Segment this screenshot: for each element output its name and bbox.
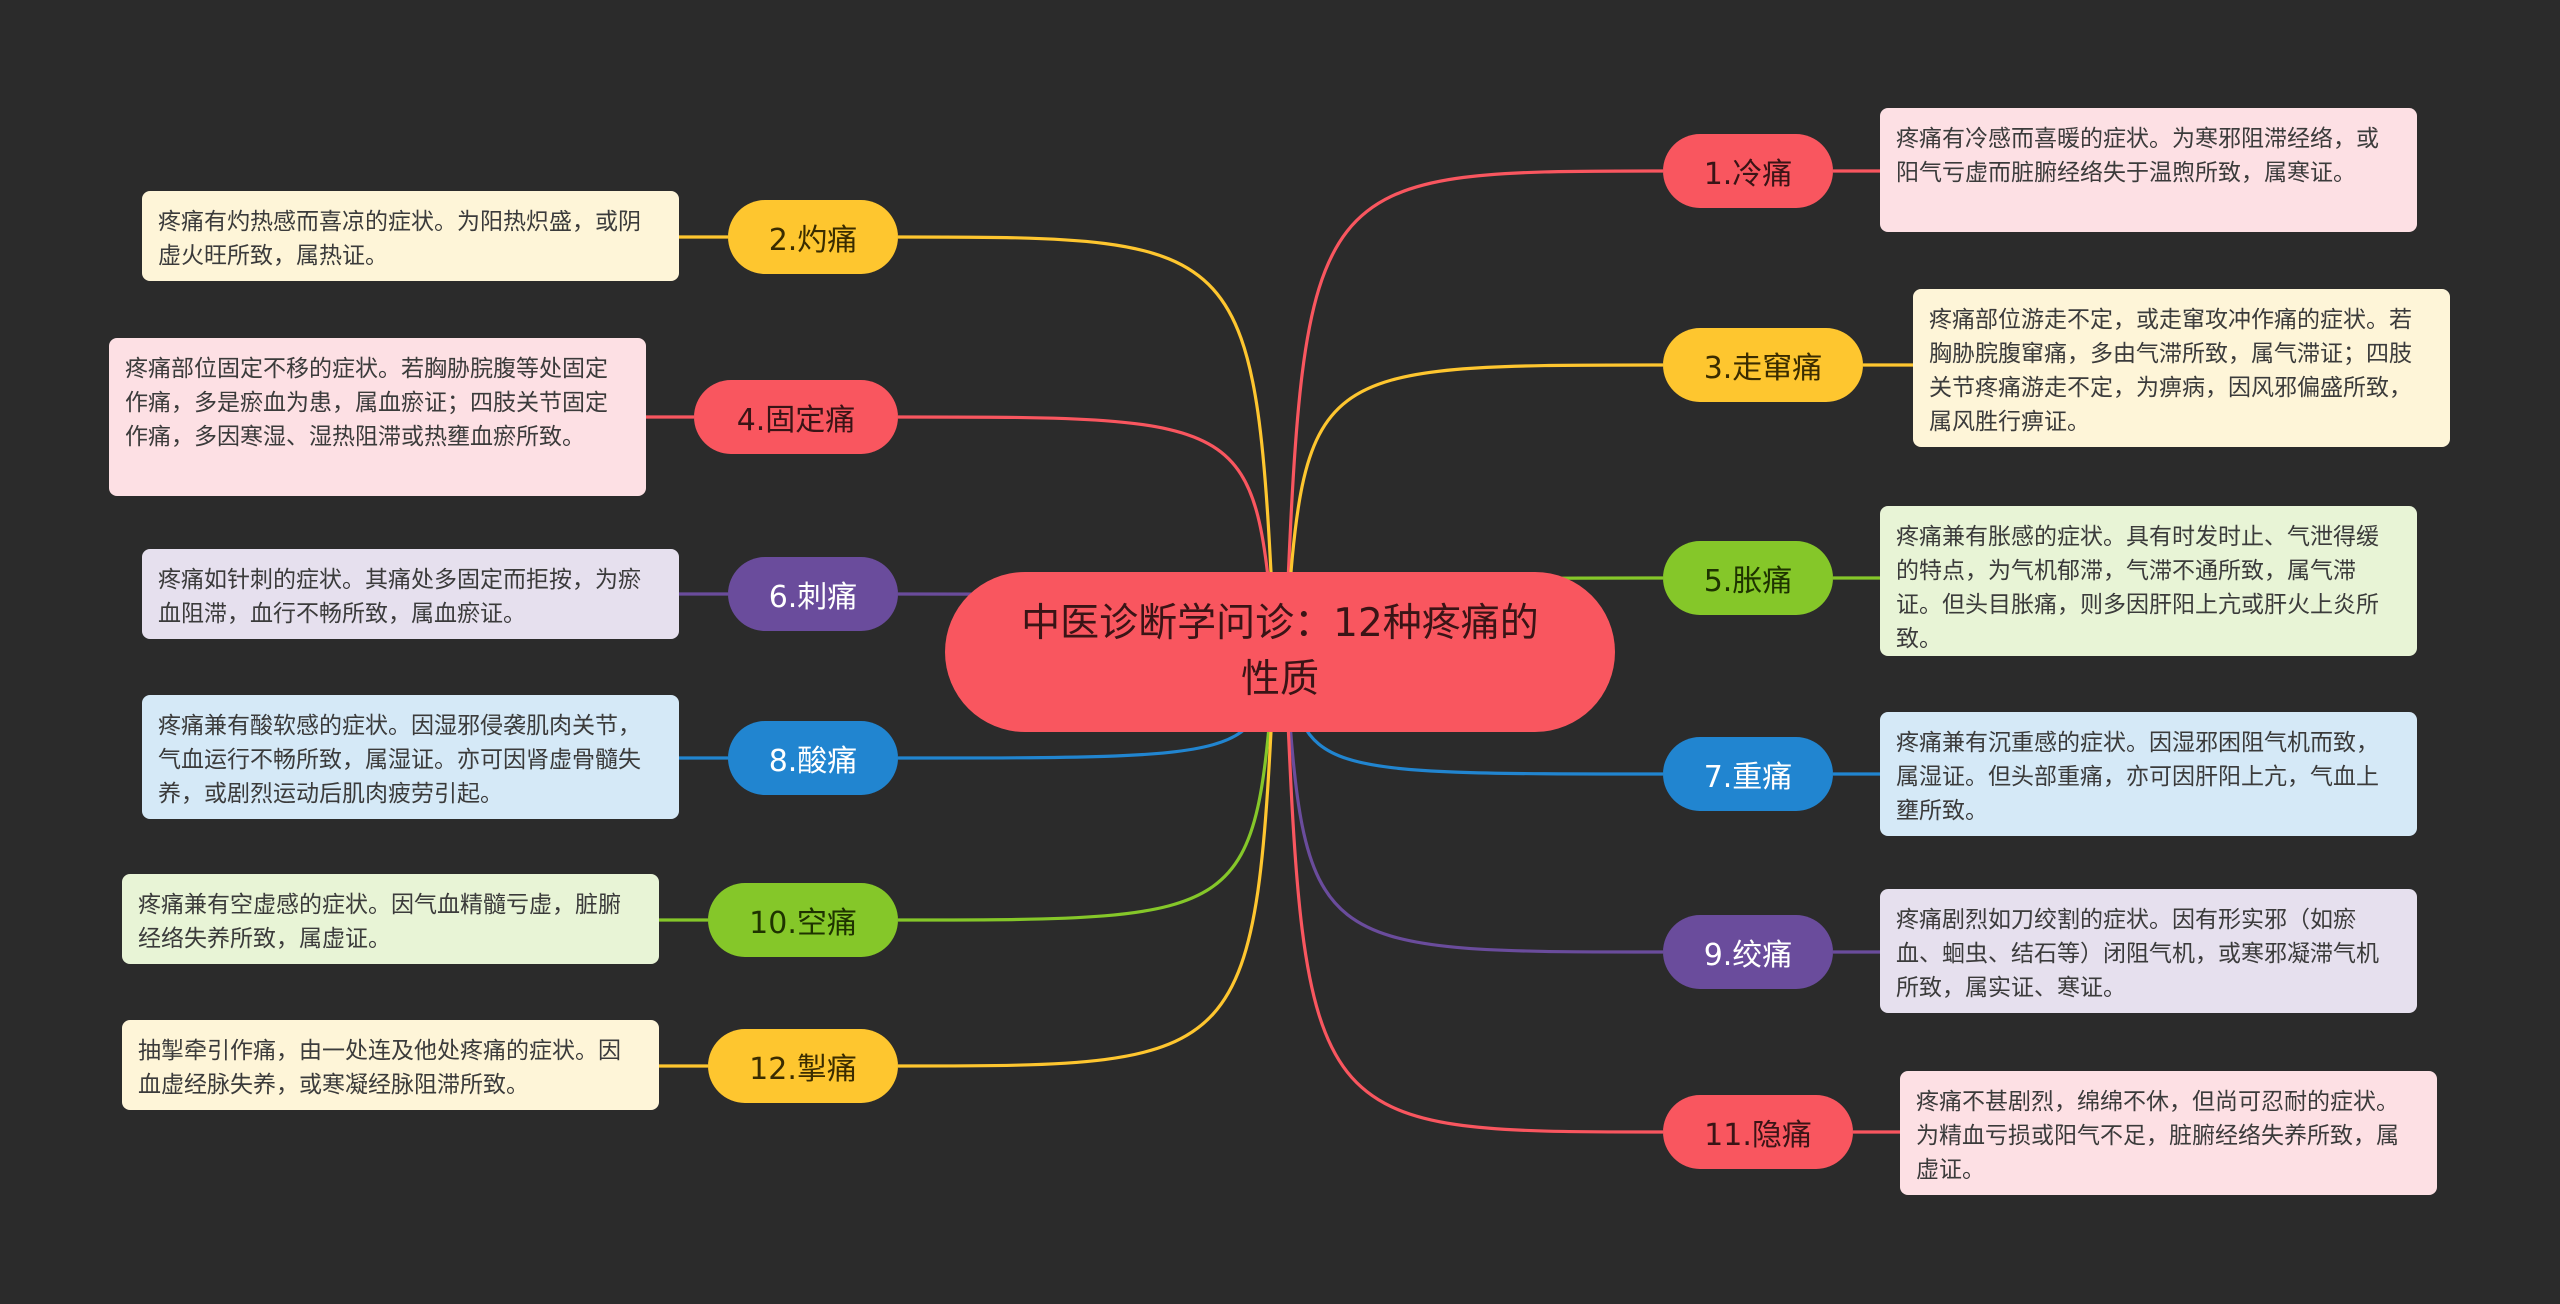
topic-node-2[interactable]: 2.灼痛 bbox=[728, 200, 898, 274]
topic-label: 1.冷痛 bbox=[1703, 157, 1793, 192]
description-text: 抽掣牵引作痛，由一处连及他处疼痛的症状。因血虚经脉失养，或寒凝经脉阻滞所致。 bbox=[138, 1038, 621, 1098]
description-text: 疼痛剧烈如刀绞割的症状。因有形实邪（如瘀血、蛔虫、结石等）闭阻气机，或寒邪凝滞气… bbox=[1896, 907, 2379, 1001]
topic-description-10[interactable]: 疼痛兼有空虚感的症状。因气血精髓亏虚，脏腑经络失养所致，属虚证。 bbox=[122, 874, 659, 964]
description-text: 疼痛有冷感而喜暖的症状。为寒邪阻滞经络，或阳气亏虚而脏腑经络失于温煦所致，属寒证… bbox=[1896, 126, 2379, 186]
topic-label: 10.空痛 bbox=[749, 906, 857, 941]
topic-label: 6.刺痛 bbox=[768, 580, 858, 615]
topic-node-8[interactable]: 8.酸痛 bbox=[728, 721, 898, 795]
description-text: 疼痛有灼热感而喜凉的症状。为阳热炽盛，或阴虚火旺所致，属热证。 bbox=[158, 209, 641, 269]
topic-node-1[interactable]: 1.冷痛 bbox=[1663, 134, 1833, 208]
topic-node-5[interactable]: 5.胀痛 bbox=[1663, 541, 1833, 615]
topic-label: 9.绞痛 bbox=[1703, 938, 1793, 973]
topic-description-9[interactable]: 疼痛剧烈如刀绞割的症状。因有形实邪（如瘀血、蛔虫、结石等）闭阻气机，或寒邪凝滞气… bbox=[1880, 889, 2417, 1013]
topic-label: 3.走窜痛 bbox=[1703, 351, 1823, 386]
description-text: 疼痛如针刺的症状。其痛处多固定而拒按，为瘀血阻滞，血行不畅所致，属血瘀证。 bbox=[158, 567, 641, 627]
topic-node-7[interactable]: 7.重痛 bbox=[1663, 737, 1833, 811]
topic-description-4[interactable]: 疼痛部位固定不移的症状。若胸胁脘腹等处固定作痛，多是瘀血为患，属血瘀证；四肢关节… bbox=[109, 338, 646, 496]
topic-description-3[interactable]: 疼痛部位游走不定，或走窜攻冲作痛的症状。若胸胁脘腹窜痛，多由气滞所致，属气滞证；… bbox=[1913, 289, 2450, 447]
connector-4 bbox=[897, 415, 1277, 653]
description-text: 疼痛部位游走不定，或走窜攻冲作痛的症状。若胸胁脘腹窜痛，多由气滞所致，属气滞证；… bbox=[1929, 307, 2412, 435]
topic-label: 12.掣痛 bbox=[749, 1052, 857, 1087]
description-text: 疼痛部位固定不移的症状。若胸胁脘腹等处固定作痛，多是瘀血为患，属血瘀证；四肢关节… bbox=[125, 356, 608, 450]
topic-label: 4.固定痛 bbox=[736, 403, 856, 438]
topic-description-6[interactable]: 疼痛如针刺的症状。其痛处多固定而拒按，为瘀血阻滞，血行不畅所致，属血瘀证。 bbox=[142, 549, 679, 639]
topic-node-11[interactable]: 11.隐痛 bbox=[1663, 1095, 1853, 1169]
central-topic[interactable]: 中医诊断学问诊：12种疼痛的性质 bbox=[945, 572, 1615, 732]
description-text: 疼痛兼有空虚感的症状。因气血精髓亏虚，脏腑经络失养所致，属虚证。 bbox=[138, 892, 621, 952]
topic-node-10[interactable]: 10.空痛 bbox=[708, 883, 898, 957]
description-text: 疼痛兼有沉重感的症状。因湿邪困阻气机而致，属湿证。但头部重痛，亦可因肝阳上亢，气… bbox=[1896, 730, 2379, 824]
topic-description-5[interactable]: 疼痛兼有胀感的症状。具有时发时止、气泄得缓的特点，为气机郁滞，气滞不通所致，属气… bbox=[1880, 506, 2417, 656]
topic-node-3[interactable]: 3.走窜痛 bbox=[1663, 328, 1863, 402]
topic-description-12[interactable]: 抽掣牵引作痛，由一处连及他处疼痛的症状。因血虚经脉失养，或寒凝经脉阻滞所致。 bbox=[122, 1020, 659, 1110]
topic-label: 8.酸痛 bbox=[768, 744, 858, 779]
topic-description-11[interactable]: 疼痛不甚剧烈，绵绵不休，但尚可忍耐的症状。为精血亏损或阳气不足，脏腑经络失养所致… bbox=[1900, 1071, 2437, 1195]
connector-12 bbox=[897, 651, 1277, 1068]
central-topic-title: 中医诊断学问诊：12种疼痛的性质 bbox=[1021, 601, 1539, 702]
topic-label: 5.胀痛 bbox=[1703, 564, 1793, 599]
description-text: 疼痛兼有酸软感的症状。因湿邪侵袭肌肉关节，气血运行不畅所致，属湿证。亦可因肾虚骨… bbox=[158, 713, 641, 807]
connector-2 bbox=[897, 235, 1277, 653]
connector-1 bbox=[1283, 169, 1664, 653]
topic-node-12[interactable]: 12.掣痛 bbox=[708, 1029, 898, 1103]
topic-node-9[interactable]: 9.绞痛 bbox=[1663, 915, 1833, 989]
topic-description-7[interactable]: 疼痛兼有沉重感的症状。因湿邪困阻气机而致，属湿证。但头部重痛，亦可因肝阳上亢，气… bbox=[1880, 712, 2417, 836]
connector-3 bbox=[1283, 363, 1664, 653]
topic-label: 2.灼痛 bbox=[768, 223, 858, 258]
description-text: 疼痛兼有胀感的症状。具有时发时止、气泄得缓的特点，为气机郁滞，气滞不通所致，属气… bbox=[1896, 524, 2379, 652]
topic-label: 11.隐痛 bbox=[1704, 1118, 1812, 1153]
topic-description-2[interactable]: 疼痛有灼热感而喜凉的症状。为阳热炽盛，或阴虚火旺所致，属热证。 bbox=[142, 191, 679, 281]
topic-node-4[interactable]: 4.固定痛 bbox=[694, 380, 898, 454]
topic-description-8[interactable]: 疼痛兼有酸软感的症状。因湿邪侵袭肌肉关节，气血运行不畅所致，属湿证。亦可因肾虚骨… bbox=[142, 695, 679, 819]
description-text: 疼痛不甚剧烈，绵绵不休，但尚可忍耐的症状。为精血亏损或阳气不足，脏腑经络失养所致… bbox=[1916, 1089, 2399, 1183]
connector-10 bbox=[897, 651, 1277, 922]
topic-node-6[interactable]: 6.刺痛 bbox=[728, 557, 898, 631]
connector-11 bbox=[1283, 651, 1664, 1134]
topic-label: 7.重痛 bbox=[1703, 760, 1793, 795]
topic-description-1[interactable]: 疼痛有冷感而喜暖的症状。为寒邪阻滞经络，或阳气亏虚而脏腑经络失于温煦所致，属寒证… bbox=[1880, 108, 2417, 232]
connector-9 bbox=[1283, 651, 1664, 954]
